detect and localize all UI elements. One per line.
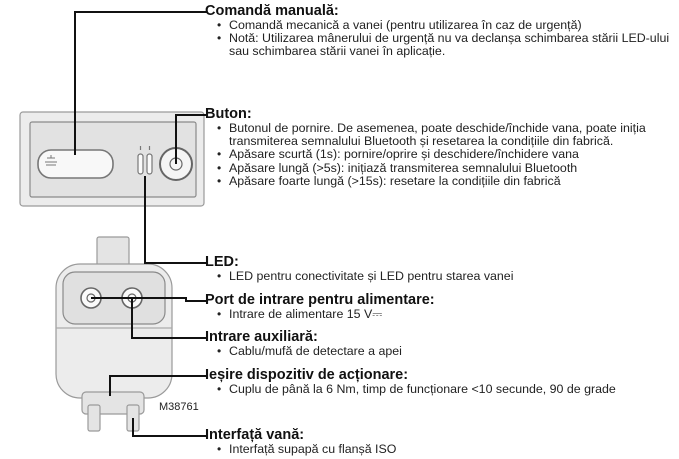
list-item: Apăsare lungă (>5s): inițiază transmiter… — [205, 161, 679, 175]
list-item: Apăsare foarte lungă (>15s): resetare la… — [205, 174, 679, 188]
leader-aux — [131, 298, 207, 339]
leader-button — [175, 114, 207, 164]
list-item: Intrare de alimentare 15 V⎓ — [205, 307, 679, 321]
device-front-view — [55, 236, 173, 432]
section-power-port: Port de intrare pentru alimentare: Intra… — [205, 292, 679, 322]
section-heading: LED: — [205, 254, 239, 270]
led-indicator-1 — [137, 153, 144, 175]
list-item: Comandă mecanică a vanei (pentru utiliza… — [205, 18, 679, 32]
section-heading: Buton: — [205, 106, 252, 122]
leader-power-port — [91, 297, 207, 302]
section-heading: Comandă manuală: — [205, 3, 339, 19]
section-button: Buton: Butonul de pornire. De asemenea, … — [205, 106, 679, 189]
section-heading: Port de intrare pentru alimentare: — [205, 292, 435, 308]
list-item: Interfață supapă cu flanșă ISO — [205, 442, 679, 456]
leader-actuator — [109, 375, 207, 396]
device-top-view — [19, 111, 205, 207]
section-led: LED: LED pentru conectivitate și LED pen… — [205, 254, 679, 284]
section-aux-input: Intrare auxiliară: Cablu/mufă de detecta… — [205, 329, 679, 359]
section-list: Interfață supapă cu flanșă ISO — [205, 442, 679, 456]
section-list: Intrare de alimentare 15 V⎓ — [205, 307, 679, 321]
valve-interface-left — [87, 404, 101, 432]
list-item: Cuplu de până la 6 Nm, timp de funcționa… — [205, 382, 679, 396]
section-heading: Ieșire dispozitiv de acționare: — [205, 367, 409, 383]
section-heading: Interfață vană: — [205, 427, 305, 443]
section-valve-interface: Interfață vană: Interfață supapă cu flan… — [205, 427, 679, 457]
section-list: Cablu/mufă de detectare a apei — [205, 344, 679, 358]
section-list: Cuplu de până la 6 Nm, timp de funcționa… — [205, 382, 679, 396]
section-list: LED pentru conectivitate și LED pentru s… — [205, 269, 679, 283]
leader-led — [144, 176, 207, 264]
leader-lines — [74, 11, 207, 437]
list-item: Cablu/mufă de detectare a apei — [205, 344, 679, 358]
section-heading: Intrare auxiliară: — [205, 329, 318, 345]
list-item: Notă: Utilizarea mânerului de urgență nu… — [205, 32, 679, 59]
figure-code: M38761 — [159, 401, 199, 413]
list-item: LED pentru conectivitate și LED pentru s… — [205, 269, 679, 283]
leader-manual — [74, 11, 207, 155]
section-manual-command: Comandă manuală: Comandă mecanică a vane… — [205, 4, 679, 59]
section-list: Butonul de pornire. De asemenea, poate d… — [205, 121, 679, 188]
led-indicator-2 — [146, 153, 153, 175]
leader-valve — [132, 418, 207, 437]
manual-handle-icon — [45, 155, 57, 166]
section-list: Comandă mecanică a vanei (pentru utiliza… — [205, 18, 679, 59]
list-item: Butonul de pornire. De asemenea, poate d… — [205, 121, 679, 148]
list-item: Apăsare scurtă (1s): pornire/oprire și d… — [205, 148, 679, 162]
section-actuator-output: Ieșire dispozitiv de acționare: Cuplu de… — [205, 367, 679, 397]
